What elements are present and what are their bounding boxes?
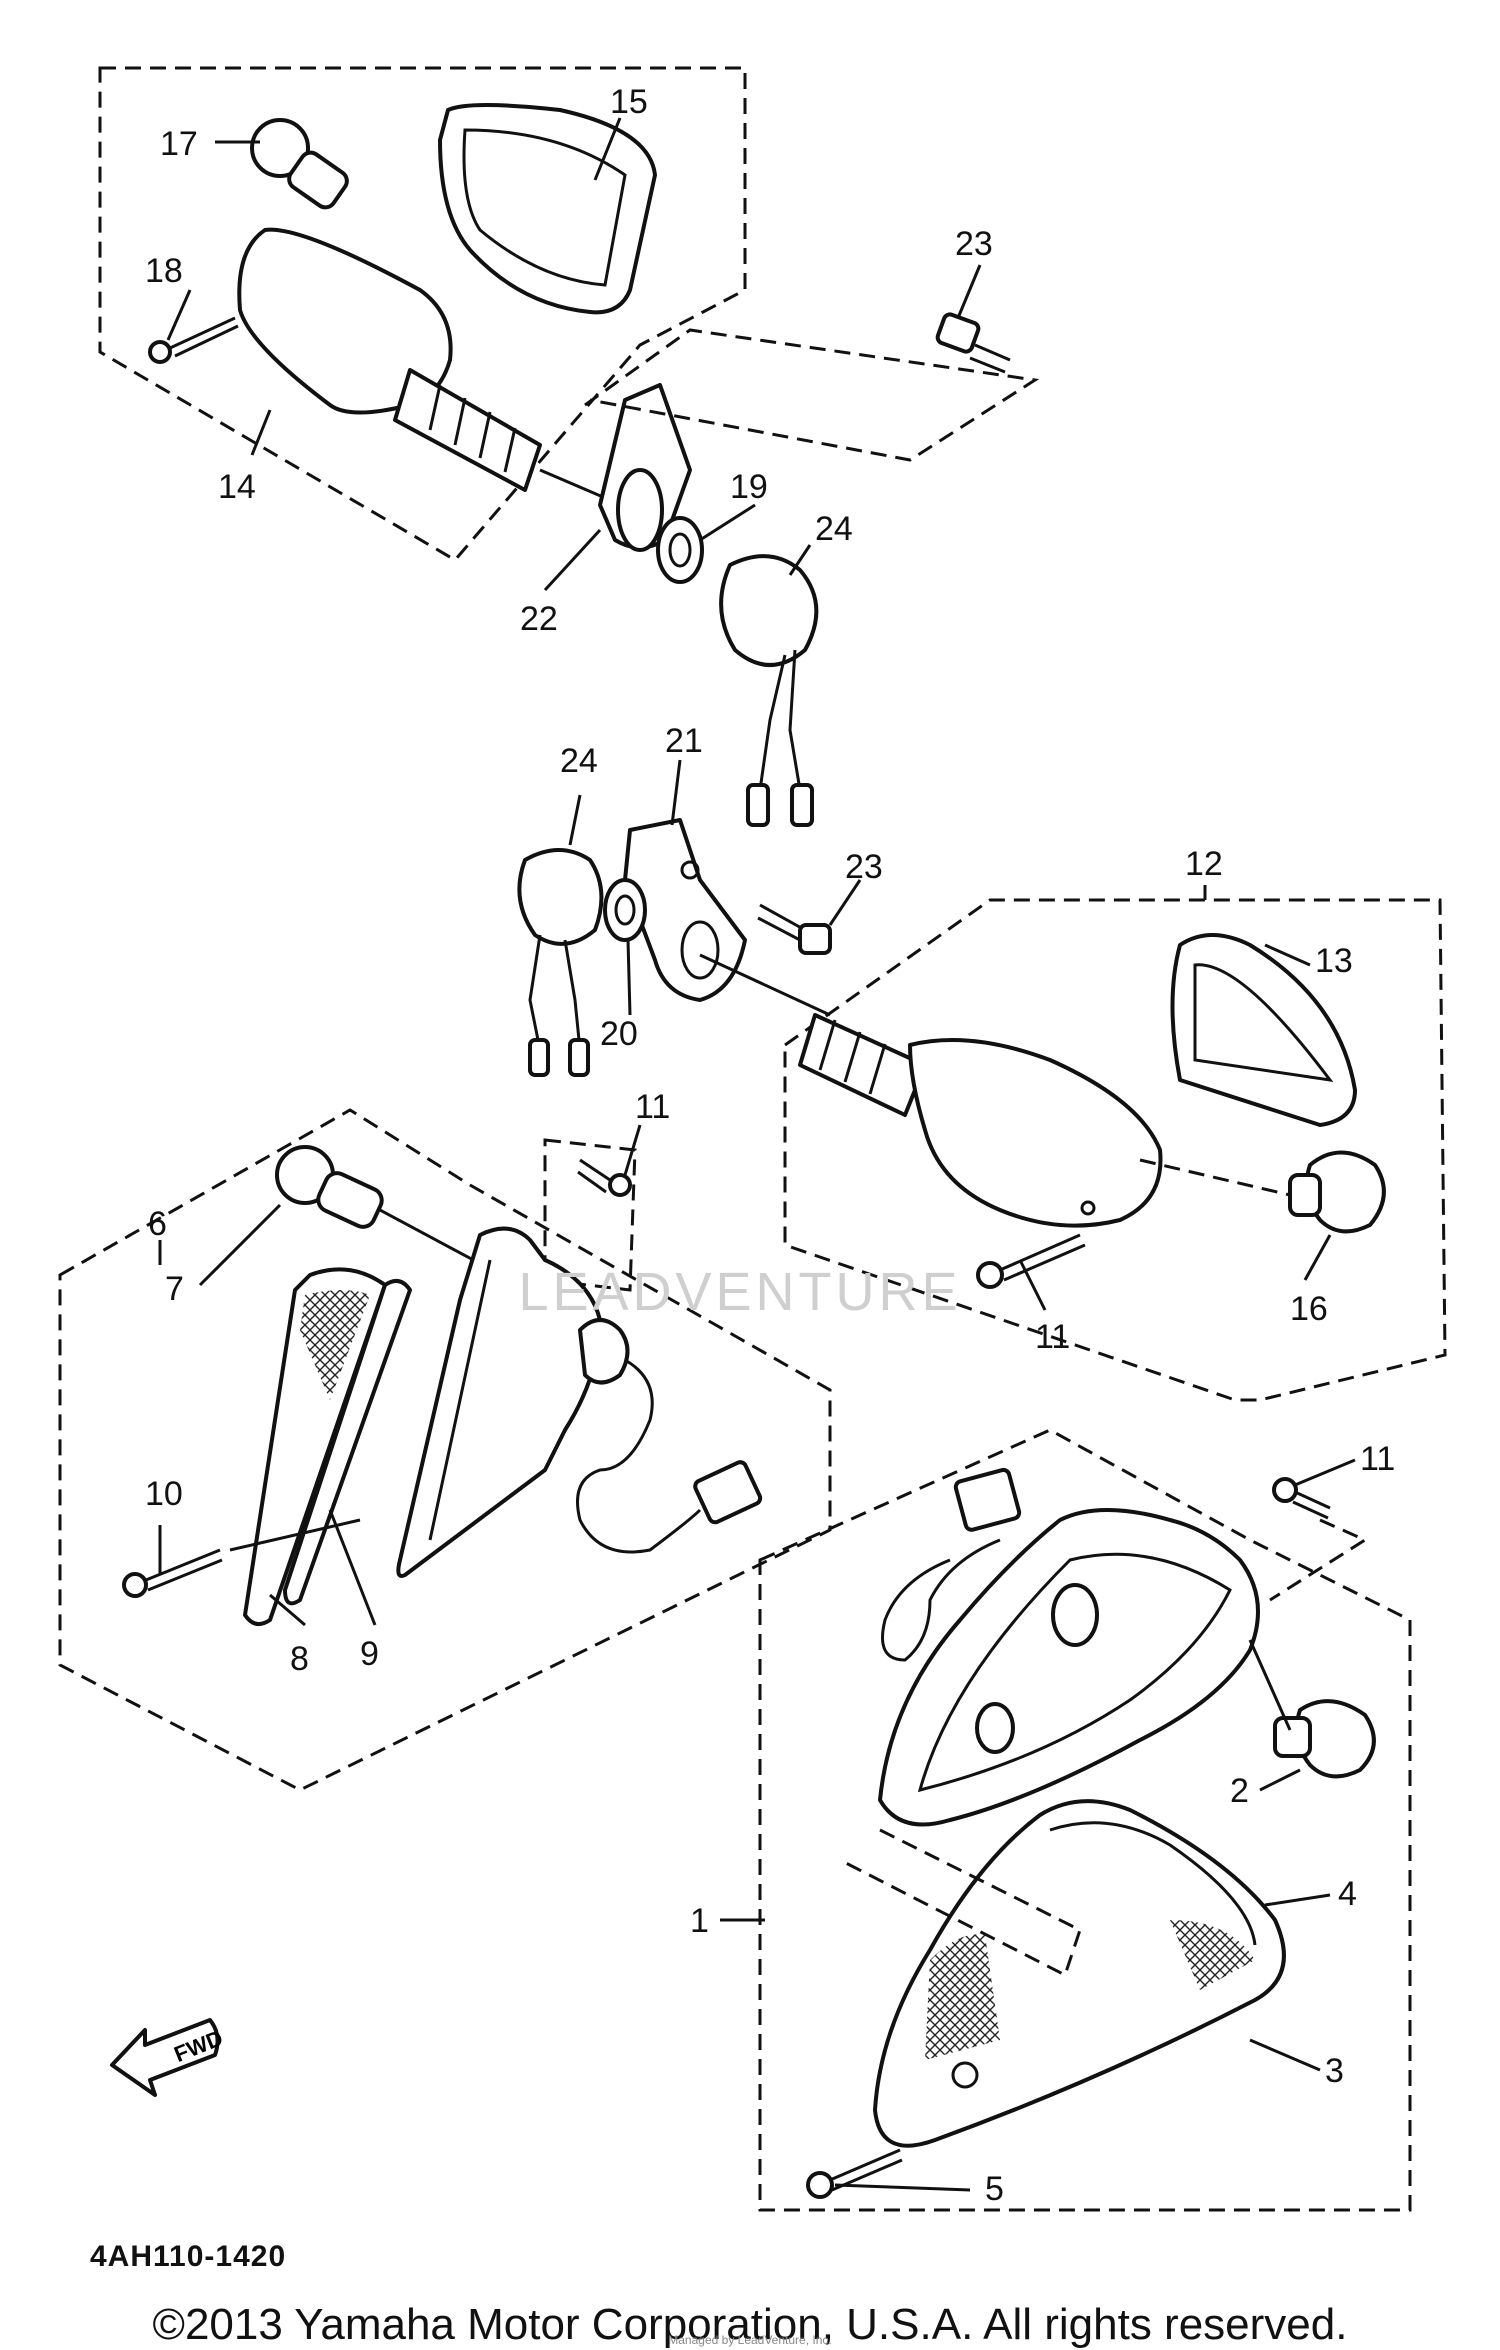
callout-24-upper: 24 <box>815 510 853 548</box>
bulb-7 <box>275 1145 384 1229</box>
callout-18: 17 <box>160 125 198 163</box>
nut-20-upper <box>656 516 704 584</box>
watermark-text: LEADVENTURE <box>518 1262 961 1322</box>
lens-17 <box>438 103 657 315</box>
flasher-housing-1 <box>878 1467 1260 1827</box>
bracket-22 <box>598 383 692 552</box>
callout-7: 7 <box>165 1270 184 1308</box>
watermark-subtext: Managed by LeadVenture, Inc. <box>668 2333 832 2347</box>
callout-23-lower: 23 <box>845 848 883 886</box>
bulb-2 <box>1273 1699 1376 1779</box>
callout-10: 10 <box>145 1475 183 1513</box>
callout-2: 2 <box>1230 1772 1249 1810</box>
bulb-18 <box>250 118 349 210</box>
group-12-boundary <box>783 898 1447 1402</box>
rear-left-flasher-assembly <box>98 66 747 562</box>
screw-10 <box>122 1548 223 1598</box>
forward-arrow-icon: FWD <box>110 2018 226 2097</box>
front-flasher-assembly-1 <box>758 1428 1412 2212</box>
group-6-boundary <box>58 1108 832 1792</box>
screw-5 <box>806 2148 903 2199</box>
callout-3: 3 <box>1325 2052 1344 2090</box>
bracket-21 <box>623 818 747 1002</box>
callout-11-lower: 11 <box>1360 1440 1395 1478</box>
screw-23-lower <box>757 903 832 955</box>
screw-11-lower <box>1272 1477 1331 1520</box>
callout-21: 21 <box>665 722 703 760</box>
callout-6: 6 <box>148 1205 167 1243</box>
callout-8: 8 <box>290 1640 309 1678</box>
bulb-14 <box>1288 1150 1386 1234</box>
callout-20-upper: 19 <box>730 468 768 506</box>
lens-13 <box>1170 933 1357 1127</box>
callout-23-upper: 23 <box>955 225 993 263</box>
callout-14: 16 <box>1290 1290 1328 1328</box>
callout-labels: 17 15 18 14 22 19 24 23 24 21 23 20 12 1… <box>145 83 1395 2208</box>
callout-15: 11 <box>1035 1318 1070 1356</box>
screw-15 <box>976 1233 1086 1289</box>
rear-flasher-assembly-6 <box>58 1108 832 1792</box>
flasher-housing-12 <box>798 1013 1163 1228</box>
nut-20-lower <box>603 878 647 942</box>
screw-23-upper <box>935 312 1011 374</box>
callout-24-lower: 24 <box>560 742 598 780</box>
callout-9: 9 <box>360 1635 379 1673</box>
callout-20-lower: 20 <box>600 1015 638 1053</box>
gasket-9 <box>283 1279 412 1606</box>
callout-17: 15 <box>610 83 648 121</box>
lens-3 <box>873 1799 1286 2148</box>
callout-1: 1 <box>690 1902 709 1940</box>
flasher-housing-6 <box>396 1226 763 1578</box>
callout-11-upper: 11 <box>635 1088 670 1126</box>
callout-16: 14 <box>218 468 256 506</box>
gasket-4 <box>1049 1821 1257 1946</box>
screw-11-upper <box>543 1138 637 1292</box>
front-right-flasher-assembly <box>783 898 1447 1402</box>
group-1-boundary <box>758 1428 1412 2212</box>
callout-12: 12 <box>1185 845 1223 883</box>
callout-22: 22 <box>520 600 558 638</box>
diagram-code: 4AH110-1420 <box>90 2240 287 2273</box>
lens-8 <box>243 1267 387 1626</box>
callout-13: 13 <box>1315 942 1353 980</box>
grommet-24-lower <box>517 848 604 1077</box>
callout-5: 5 <box>985 2170 1004 2208</box>
group-16-boundary <box>98 66 747 562</box>
copyright-notice: ©2013 Yamaha Motor Corporation, U.S.A. A… <box>152 2300 1348 2349</box>
grommet-24-upper <box>719 554 819 827</box>
leader-lines <box>158 117 1356 2192</box>
callout-19: 18 <box>145 252 183 290</box>
callout-4: 4 <box>1338 1875 1357 1913</box>
flasher-housing-16 <box>237 227 611 502</box>
screw-19 <box>148 316 239 364</box>
group-23-upper-leader <box>584 328 1040 462</box>
